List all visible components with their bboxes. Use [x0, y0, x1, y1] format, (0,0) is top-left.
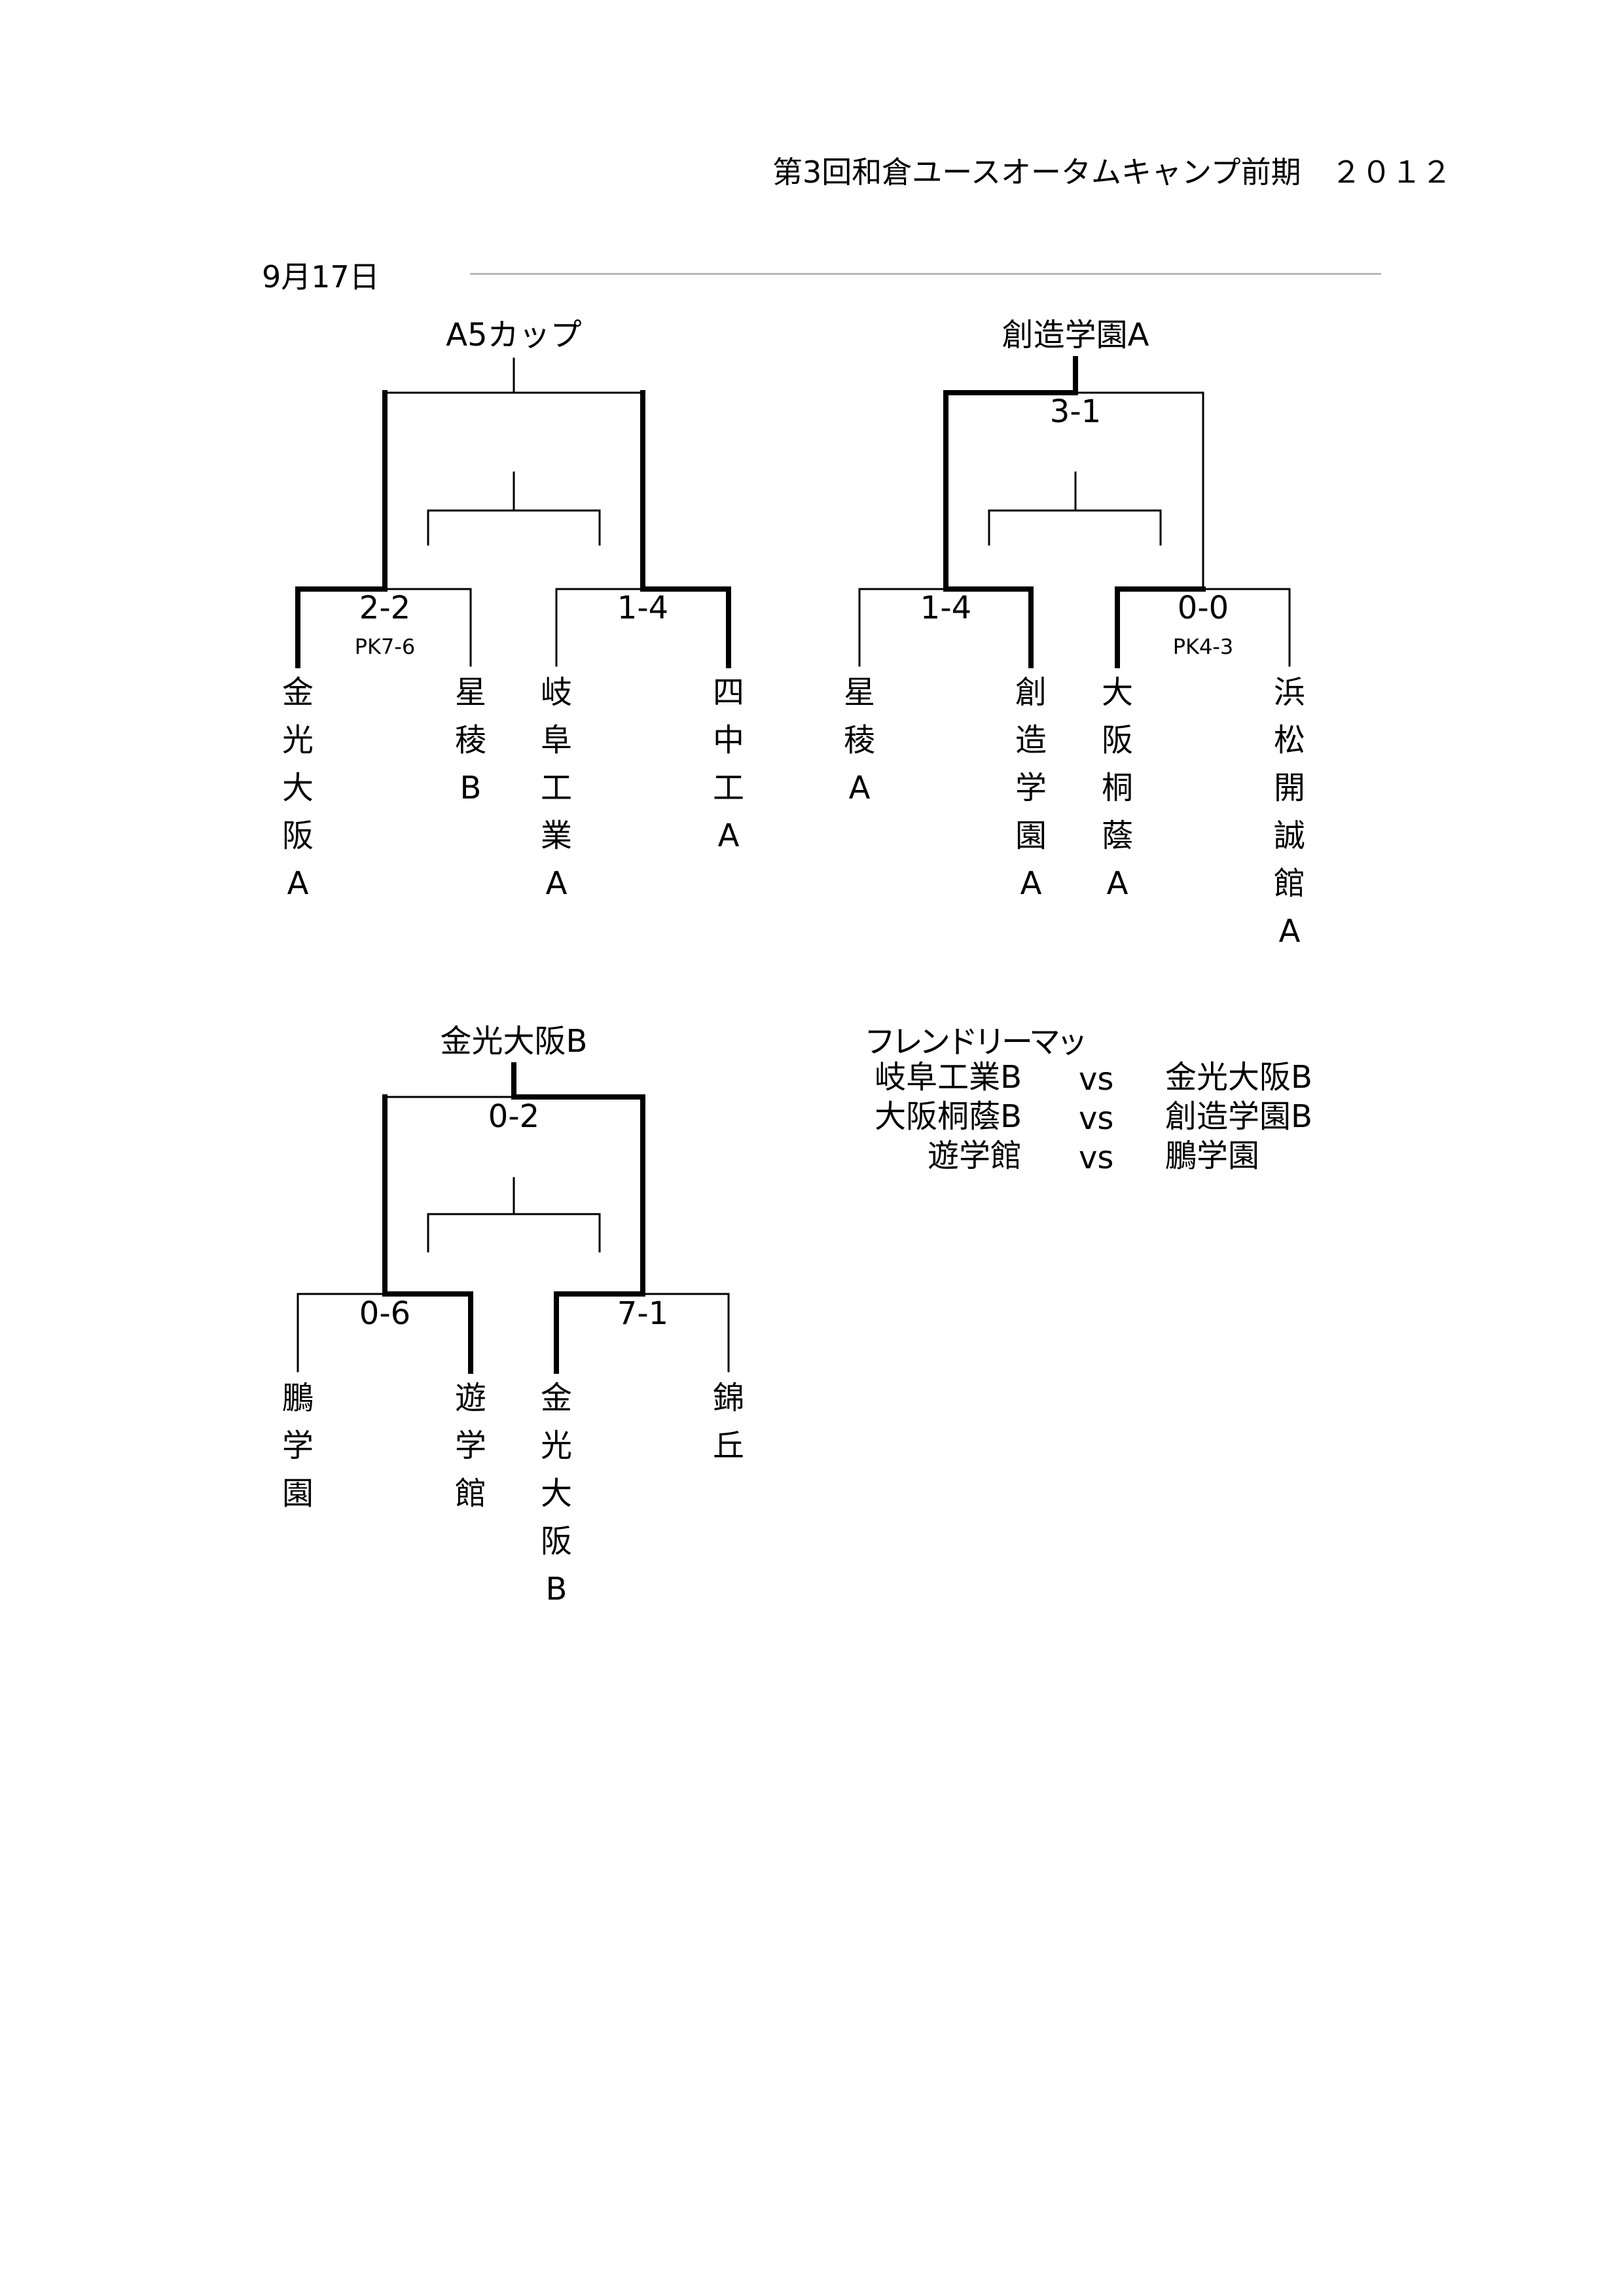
team-char: 館: [1273, 865, 1305, 902]
team-char: A: [287, 865, 309, 902]
date-divider: [470, 273, 1381, 275]
team-char: 学: [1015, 770, 1047, 806]
team-char: 岐: [540, 674, 572, 711]
bracket-2-semi-1-score: 1-4: [920, 590, 972, 626]
friendly-away: 金光大阪B: [1165, 1059, 1312, 1096]
team-char: 業: [540, 817, 572, 854]
team-char: 錦: [712, 1380, 744, 1416]
friendly-vs: vs: [1079, 1061, 1114, 1098]
team-char: 創: [1015, 674, 1047, 711]
friendly-vs: vs: [1079, 1100, 1114, 1137]
team-char: A: [1106, 865, 1128, 902]
team-char: 誠: [1273, 817, 1305, 854]
bracket-3-lines: [297, 1062, 730, 1374]
team-char: 造: [1015, 722, 1047, 759]
team-char: B: [460, 770, 482, 806]
bracket-2-lines: [858, 356, 1291, 668]
bracket-3-semi-2-score: 7-1: [617, 1295, 669, 1332]
team-char: 光: [540, 1427, 572, 1464]
team-vertical: 遊学館: [451, 1374, 490, 1518]
friendly-away: 創造学園B: [1165, 1098, 1312, 1135]
team-char: 遊: [454, 1380, 486, 1416]
team-char: 中: [712, 722, 744, 759]
team-char: 鵬: [281, 1380, 314, 1416]
bracket-2-champion: 創造学園A: [1001, 317, 1149, 353]
team-char: 金: [281, 674, 314, 711]
team-char: 松: [1273, 722, 1305, 759]
bracket-1-champion: A5カップ: [446, 317, 582, 353]
team-char: 光: [281, 722, 314, 759]
team-char: 大: [540, 1475, 572, 1512]
friendly-vs: vs: [1079, 1139, 1114, 1176]
team-char: 阪: [540, 1523, 572, 1560]
friendly-title: フレンドリーマッチ: [864, 1026, 1087, 1058]
bracket-1-semi-1-score: 2-2: [359, 590, 411, 626]
team-char: 工: [712, 770, 744, 806]
team-char: 学: [454, 1427, 486, 1464]
team-char: 館: [454, 1475, 486, 1512]
friendly-home: 大阪桐蔭B: [875, 1098, 1022, 1135]
team-char: 浜: [1273, 674, 1305, 711]
team-char: 阪: [281, 817, 314, 854]
match-date: 9月17日: [262, 259, 380, 295]
friendly-home: 岐阜工業B: [875, 1059, 1022, 1096]
bracket-1-semi-1-pk: PK7-6: [354, 634, 416, 659]
friendly-away: 鵬学園: [1165, 1138, 1260, 1174]
bracket-2-final-score: 3-1: [1049, 393, 1102, 430]
bracket-1-semi-2-score: 1-4: [617, 590, 669, 626]
team-char: 蔭: [1101, 817, 1133, 854]
team-vertical: 鵬学園: [278, 1374, 317, 1518]
team-char: A: [717, 817, 740, 854]
bracket-3-final-score: 0-2: [488, 1098, 540, 1135]
team-char: 稜: [843, 722, 875, 759]
team-char: 桐: [1101, 770, 1133, 806]
bracket-3-champion: 金光大阪B: [440, 1023, 588, 1060]
friendly-home: 遊学館: [927, 1138, 1022, 1174]
bracket-3-semi-1-score: 0-6: [359, 1295, 411, 1332]
team-char: 星: [843, 674, 875, 711]
bracket-1-lines: [295, 357, 731, 668]
team-char: 四: [712, 674, 744, 711]
team-char: A: [545, 865, 568, 902]
team-char: 阪: [1101, 722, 1133, 759]
team-char: 大: [1101, 674, 1133, 711]
team-char: 学: [281, 1427, 314, 1464]
team-char: 大: [281, 770, 314, 806]
team-char: A: [1020, 865, 1042, 902]
team-char: 工: [540, 770, 572, 806]
team-vertical: 錦丘: [709, 1374, 748, 1470]
page-title: 第3回和倉ユースオータムキャンプ前期 ２０１２: [772, 154, 1452, 190]
team-char: 星: [454, 674, 486, 711]
bracket-2-semi-2-score: 0-0: [1177, 590, 1229, 626]
team-char: 開: [1273, 770, 1305, 806]
team-char: A: [848, 770, 871, 806]
team-char: 阜: [540, 722, 572, 759]
team-char: 園: [281, 1475, 314, 1512]
team-char: B: [545, 1571, 568, 1607]
team-char: 丘: [712, 1427, 744, 1464]
team-char: 金: [540, 1380, 572, 1416]
team-char: A: [1278, 913, 1301, 950]
team-char: 稜: [454, 722, 486, 759]
bracket-2-semi-2-pk: PK4-3: [1172, 634, 1234, 659]
team-char: 園: [1015, 817, 1047, 854]
